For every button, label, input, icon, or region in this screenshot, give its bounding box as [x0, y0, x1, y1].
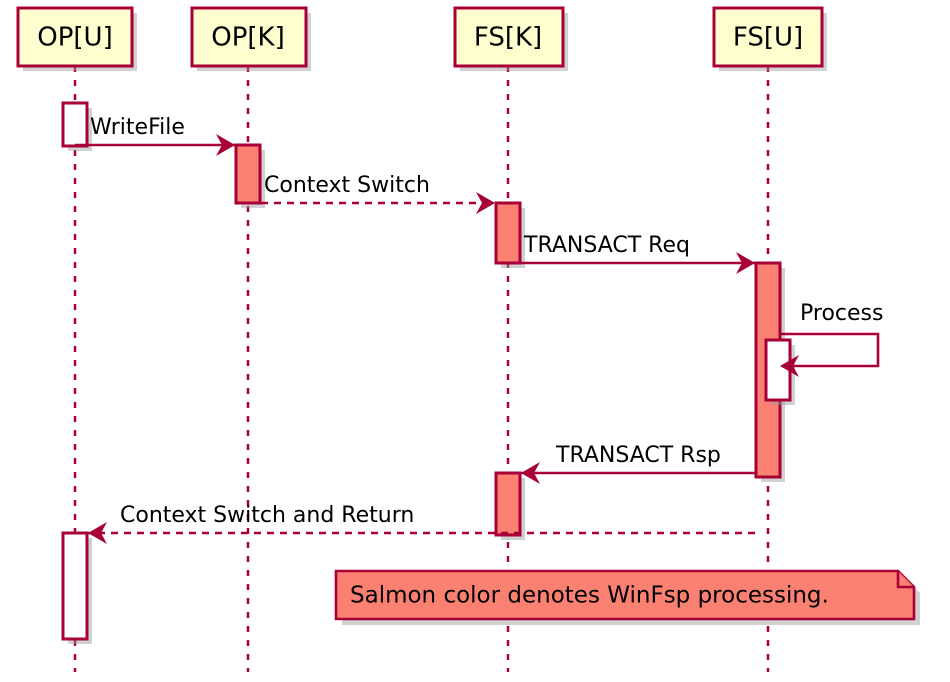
participant-label-opk: OP[K] [211, 23, 284, 53]
message-label-msg-process: Process [800, 301, 883, 326]
arrow-head [521, 462, 540, 484]
activation-act-opu-2[interactable] [61, 531, 89, 641]
message-label-msg-ctxswitch: Context Switch [264, 173, 430, 198]
activation-act-fsu-2[interactable] [764, 338, 792, 402]
message-msg-transact-rsp[interactable]: TRANSACT Rsp [521, 443, 755, 484]
arrow-head [736, 252, 755, 274]
message-msg-process[interactable]: Process [780, 301, 883, 377]
message-msg-transact-req[interactable]: TRANSACT Req [508, 233, 755, 274]
participant-box-opk[interactable] [190, 6, 308, 68]
message-msg-ctxreturn[interactable]: Context Switch and Return [88, 503, 755, 544]
message-label-msg-transact-rsp: TRANSACT Rsp [555, 443, 721, 468]
arrow-head [476, 192, 495, 214]
activation-act-fsk-1[interactable] [494, 201, 522, 265]
participant-label-fsk: FS[K] [474, 23, 542, 53]
message-label-msg-transact-req: TRANSACT Req [523, 233, 690, 258]
note-fold-corner [896, 571, 914, 589]
message-label-msg-ctxreturn: Context Switch and Return [120, 503, 414, 528]
participant-box-opu[interactable] [16, 6, 134, 68]
note-text: Salmon color denotes WinFsp processing. [350, 583, 829, 609]
message-line-msg-process [780, 332, 880, 368]
message-label-msg-writefile: WriteFile [90, 115, 185, 140]
message-msg-ctxswitch[interactable]: Context Switch [248, 173, 495, 214]
participant-box-fsu[interactable] [712, 6, 824, 68]
activation-act-opu-1[interactable] [61, 101, 89, 148]
note-box[interactable] [334, 569, 916, 621]
activation-act-fsk-2[interactable] [494, 471, 522, 537]
arrow-head [216, 134, 235, 156]
activation-act-opk-1[interactable] [234, 143, 262, 205]
arrow-head [780, 355, 799, 377]
participant-box-fsk[interactable] [453, 6, 565, 68]
message-msg-writefile[interactable]: WriteFile [75, 115, 235, 156]
arrow-head [88, 522, 107, 544]
participant-label-fsu: FS[U] [733, 23, 803, 53]
participant-label-opu: OP[U] [37, 23, 112, 53]
